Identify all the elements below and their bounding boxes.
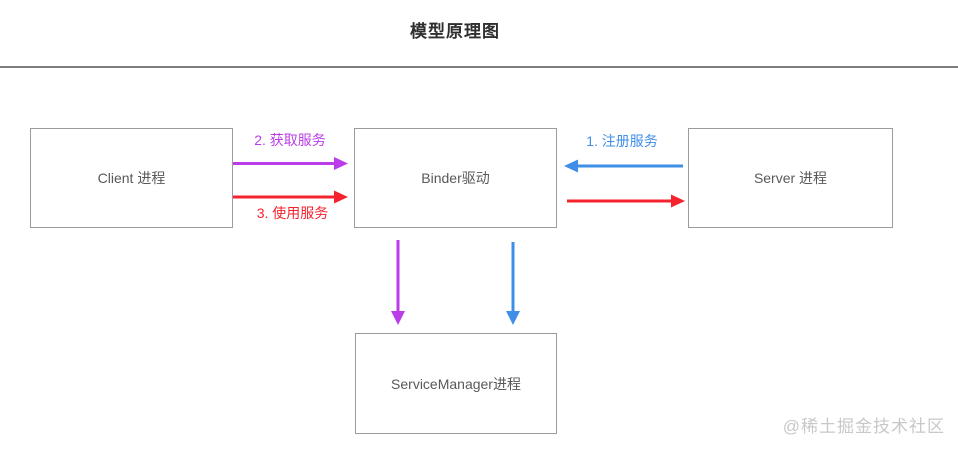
label-register-service: 1. 注册服务 — [586, 133, 658, 149]
servicemanager-process-box: ServiceManager进程 — [355, 333, 557, 434]
juejin-watermark: @稀土掘金技术社区 — [782, 417, 945, 436]
arrow-register-service — [564, 159, 683, 173]
binder-driver-label: Binder驱动 — [421, 170, 490, 186]
client-process-box: Client 进程 — [30, 128, 233, 228]
servicemanager-process-label: ServiceManager进程 — [391, 375, 521, 392]
arrow-binder-to-server — [567, 194, 685, 208]
diagram-title: 模型原理图 — [410, 22, 500, 41]
binder-driver-box: Binder驱动 — [354, 128, 557, 228]
label-use-service: 3. 使用服务 — [256, 205, 329, 221]
label-get-service: 2. 获取服务 — [254, 132, 326, 148]
title-divider-line — [0, 66, 958, 68]
arrow-get-service — [233, 157, 348, 170]
arrow-binder-to-servicemanager-purple — [391, 240, 405, 325]
server-process-label: Server 进程 — [753, 170, 828, 186]
client-process-label: Client 进程 — [97, 170, 166, 186]
arrow-binder-to-servicemanager-blue — [506, 242, 520, 325]
server-process-box: Server 进程 — [688, 128, 893, 228]
arrow-use-service — [233, 190, 348, 204]
